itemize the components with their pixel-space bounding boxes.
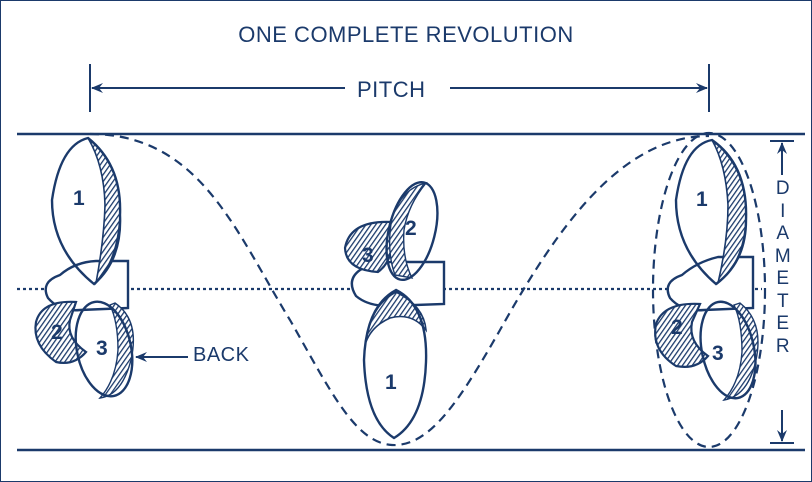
- back-label: BACK: [193, 344, 250, 366]
- blade-1-label: 1: [73, 187, 85, 210]
- diagram-title: ONE COMPLETE REVOLUTION: [238, 22, 574, 47]
- blade-3-label: 3: [362, 244, 374, 267]
- blade-2-label: 2: [671, 316, 683, 339]
- blade-1-outline: [674, 138, 748, 286]
- blade-2-outline: [385, 180, 439, 282]
- propeller-hub: [666, 255, 755, 312]
- helical-path: [89, 132, 710, 447]
- blade-1-label: 1: [385, 371, 397, 394]
- revolution-ellipse: [651, 131, 767, 449]
- blade-3-label: 3: [96, 337, 108, 360]
- propeller-left: 1 2 3: [34, 136, 135, 399]
- blade-1-outline: [362, 288, 428, 440]
- blade-3-hatch: [722, 302, 759, 402]
- blade-2-label: 2: [405, 217, 417, 240]
- blade-1-outline: [50, 136, 122, 286]
- blade-3-label: 3: [712, 342, 724, 365]
- blade-3-outline: [699, 300, 757, 400]
- blade-3-hatch: [343, 220, 394, 274]
- blade-2-hatch: [34, 300, 88, 364]
- blade-1-label: 1: [696, 188, 708, 211]
- blade-3-outline: [74, 300, 134, 398]
- blade-2-label: 2: [51, 321, 63, 344]
- propeller-right: 1 2 3: [654, 138, 759, 402]
- propeller-center: 3 2 1: [343, 180, 446, 440]
- blade-2-hatch: [654, 302, 710, 368]
- pitch-label: PITCH: [357, 77, 426, 102]
